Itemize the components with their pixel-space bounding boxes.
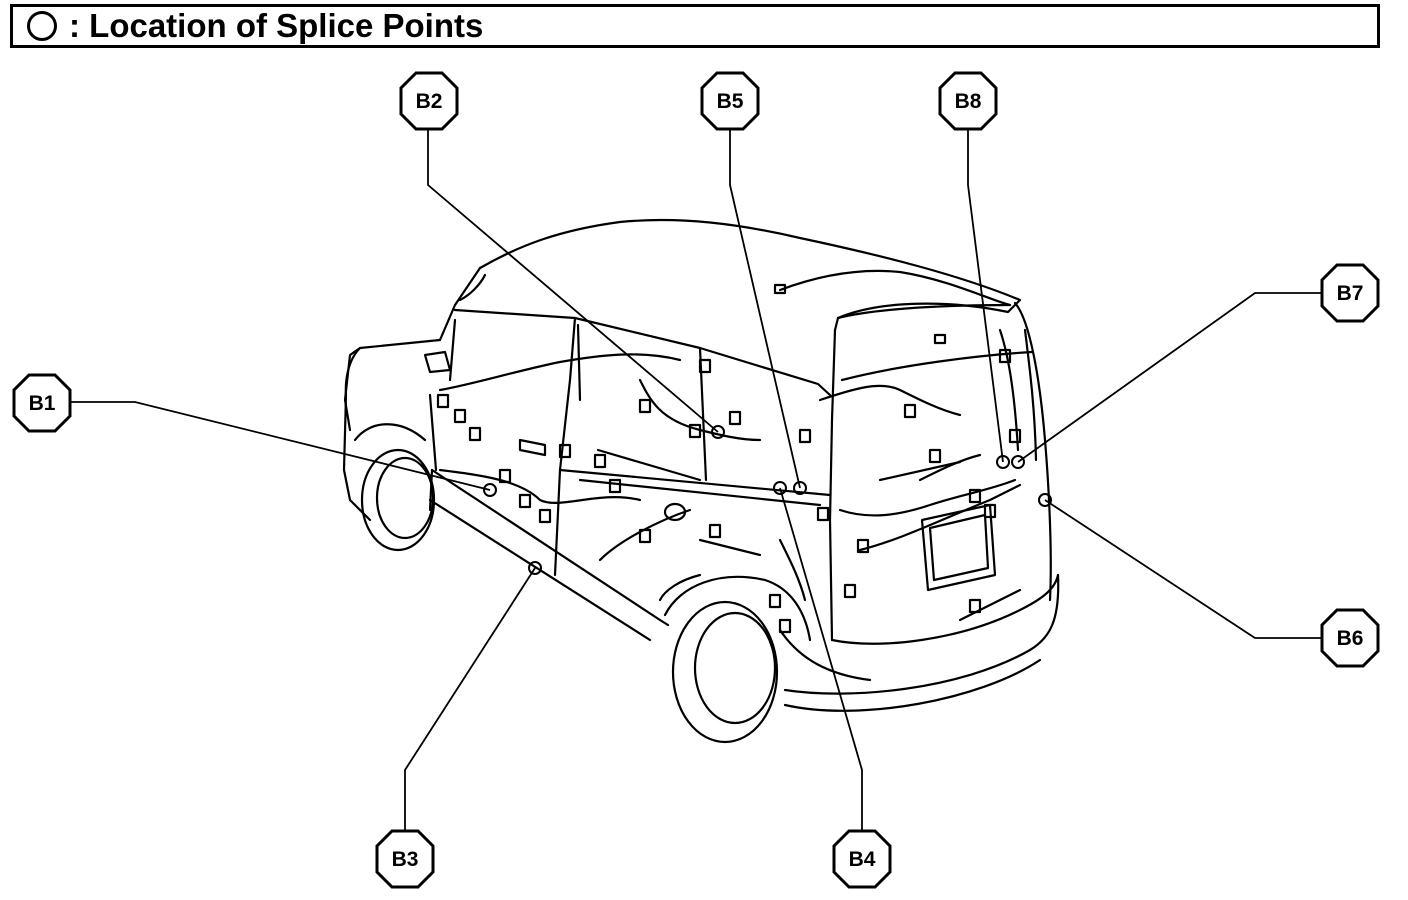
label-b1: B1 (12, 373, 72, 433)
page-title: : Location of Splice Points (69, 7, 484, 44)
splice-marker-b5 (793, 481, 807, 495)
label-b2: B2 (399, 71, 459, 131)
leader-line-b8 (967, 125, 1004, 463)
svg-text:B5: B5 (717, 90, 744, 113)
splice-marker-b7 (1011, 455, 1025, 469)
splice-marker-b3 (528, 561, 542, 575)
svg-text:B4: B4 (849, 848, 876, 871)
label-b5: B5 (700, 71, 760, 131)
splice-marker-b6 (1038, 493, 1052, 507)
label-b3: B3 (375, 829, 435, 889)
circle-icon (27, 11, 57, 41)
leader-lines (68, 125, 1325, 835)
leader-line-b3 (404, 567, 536, 835)
legend-title-box: : Location of Splice Points (10, 4, 1380, 48)
leader-line-b1 (68, 401, 491, 491)
splice-markers (483, 425, 1052, 575)
leader-line-b2 (427, 125, 719, 433)
splice-marker-b8 (996, 455, 1010, 469)
svg-text:B3: B3 (392, 848, 419, 871)
leader-line-b4 (779, 487, 863, 835)
svg-text:B8: B8 (955, 90, 982, 113)
leader-line-b6 (1044, 499, 1325, 639)
label-b8: B8 (938, 71, 998, 131)
splice-marker-b4 (773, 481, 787, 495)
splice-marker-b2 (711, 425, 725, 439)
label-b6: B6 (1320, 608, 1380, 668)
leader-line-b5 (729, 125, 801, 489)
splice-marker-b1 (483, 483, 497, 497)
label-b7: B7 (1320, 263, 1380, 323)
label-b4: B4 (832, 829, 892, 889)
svg-text:B6: B6 (1337, 627, 1364, 650)
vehicle-outline (342, 218, 1060, 744)
svg-text:B1: B1 (29, 392, 56, 415)
svg-text:B7: B7 (1337, 282, 1364, 305)
leader-line-b7 (1017, 292, 1325, 463)
svg-text:B2: B2 (416, 90, 443, 113)
